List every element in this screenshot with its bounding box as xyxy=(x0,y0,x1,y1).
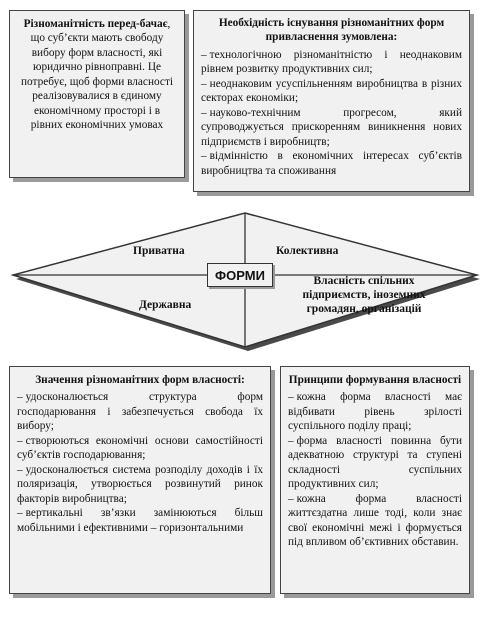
principles-list: –кожна форма власності має відбивати рів… xyxy=(288,390,462,549)
significance-box: Значення різноманітних форм власності: –… xyxy=(9,366,271,594)
collective-form-label: Колективна xyxy=(276,245,339,257)
list-item: –кожна форма власності має відбивати рів… xyxy=(288,391,462,433)
significance-list: –удосконалюється структура форм господар… xyxy=(17,390,263,535)
list-item: –удосконалюється структура форм господар… xyxy=(17,391,263,433)
significance-title: Значення різноманітних форм власності: xyxy=(35,374,245,386)
list-item: –відмінністю в економічних інтересах суб… xyxy=(201,150,462,177)
private-form-label: Приватна xyxy=(133,245,185,257)
list-item: –створюються економічні основи самостійн… xyxy=(17,434,263,462)
list-item: –неоднаковим усуспільненням виробництва … xyxy=(201,77,462,105)
list-item: –технологічною різноманітністю і неоднак… xyxy=(201,48,462,76)
list-item: –науково-технічним прогресом, який супро… xyxy=(201,106,462,148)
diversity-lead: Різноманітність перед-бачає xyxy=(23,18,168,30)
diversity-box: Різноманітність перед-бачає, що суб’єкти… xyxy=(9,10,185,178)
necessity-title: Необхідність існування різноманітних фор… xyxy=(218,17,445,44)
forms-diagram: Приватна Колективна Державна Власність с… xyxy=(0,195,482,360)
necessity-list: –технологічною різноманітністю і неоднак… xyxy=(201,48,462,178)
state-form-label: Державна xyxy=(139,299,192,311)
list-item: –форма власності повинна бути адекватною… xyxy=(288,434,462,491)
diversity-rest: , що суб’єкти мають свободу вибору форм … xyxy=(20,18,174,132)
forms-center-label: ФОРМИ xyxy=(207,263,273,287)
necessity-box: Необхідність існування різноманітних фор… xyxy=(193,10,470,192)
principles-box: Принципи формування власності –кожна фор… xyxy=(280,366,470,594)
diversity-text: Різноманітність перед-бачає, що суб’єкти… xyxy=(18,17,176,133)
list-item: –кожна форма власності життєздатна лише … xyxy=(288,492,462,548)
list-item: –удосконалюється система розподілу доход… xyxy=(17,463,263,505)
joint-form-label: Власність спільних підприємств, іноземни… xyxy=(302,275,426,315)
list-item: –вертикальні зв’язки замінюються більш м… xyxy=(17,507,263,534)
principles-title: Принципи формування власності xyxy=(288,374,462,386)
